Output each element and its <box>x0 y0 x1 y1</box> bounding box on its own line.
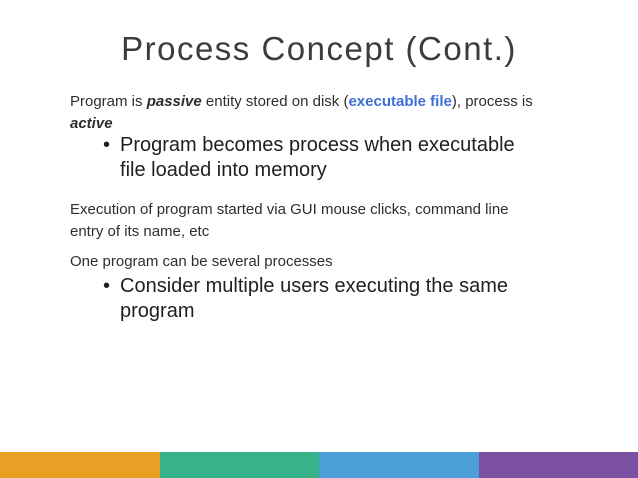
intro-text-2: entity stored on disk ( <box>201 93 349 110</box>
bullet-item-consider-multiple-users: • Consider multiple users executing the … <box>103 274 568 324</box>
intro-text-3: ), process is <box>451 93 533 110</box>
footer-bar-segment-orange <box>0 452 160 478</box>
bullet-icon: • <box>103 134 111 156</box>
bullet-icon: • <box>103 275 111 297</box>
footer-color-bar <box>0 452 638 478</box>
bullet-text: Program becomes process when executable … <box>120 134 515 181</box>
intro-text-1: Program is <box>70 93 147 110</box>
execution-paragraph: Execution of program started via GUI mou… <box>70 201 509 240</box>
bullet-item-program-becomes-process: • Program becomes process when executabl… <box>103 133 568 183</box>
one-program-paragraph: One program can be several processes <box>70 253 333 270</box>
bullet-text: Consider multiple users executing the sa… <box>120 275 508 322</box>
active-emphasis: active <box>70 115 113 132</box>
footer-bar-segment-purple <box>478 452 638 478</box>
footer-bar-segment-blue <box>319 452 479 478</box>
footer-bar-segment-green <box>159 452 319 478</box>
passive-emphasis: passive <box>146 93 202 110</box>
slide-title: Process Concept (Cont.) <box>121 30 517 68</box>
intro-paragraph: Program is passive entity stored on disk… <box>70 91 580 135</box>
executable-file-link-text: executable file <box>348 93 452 110</box>
